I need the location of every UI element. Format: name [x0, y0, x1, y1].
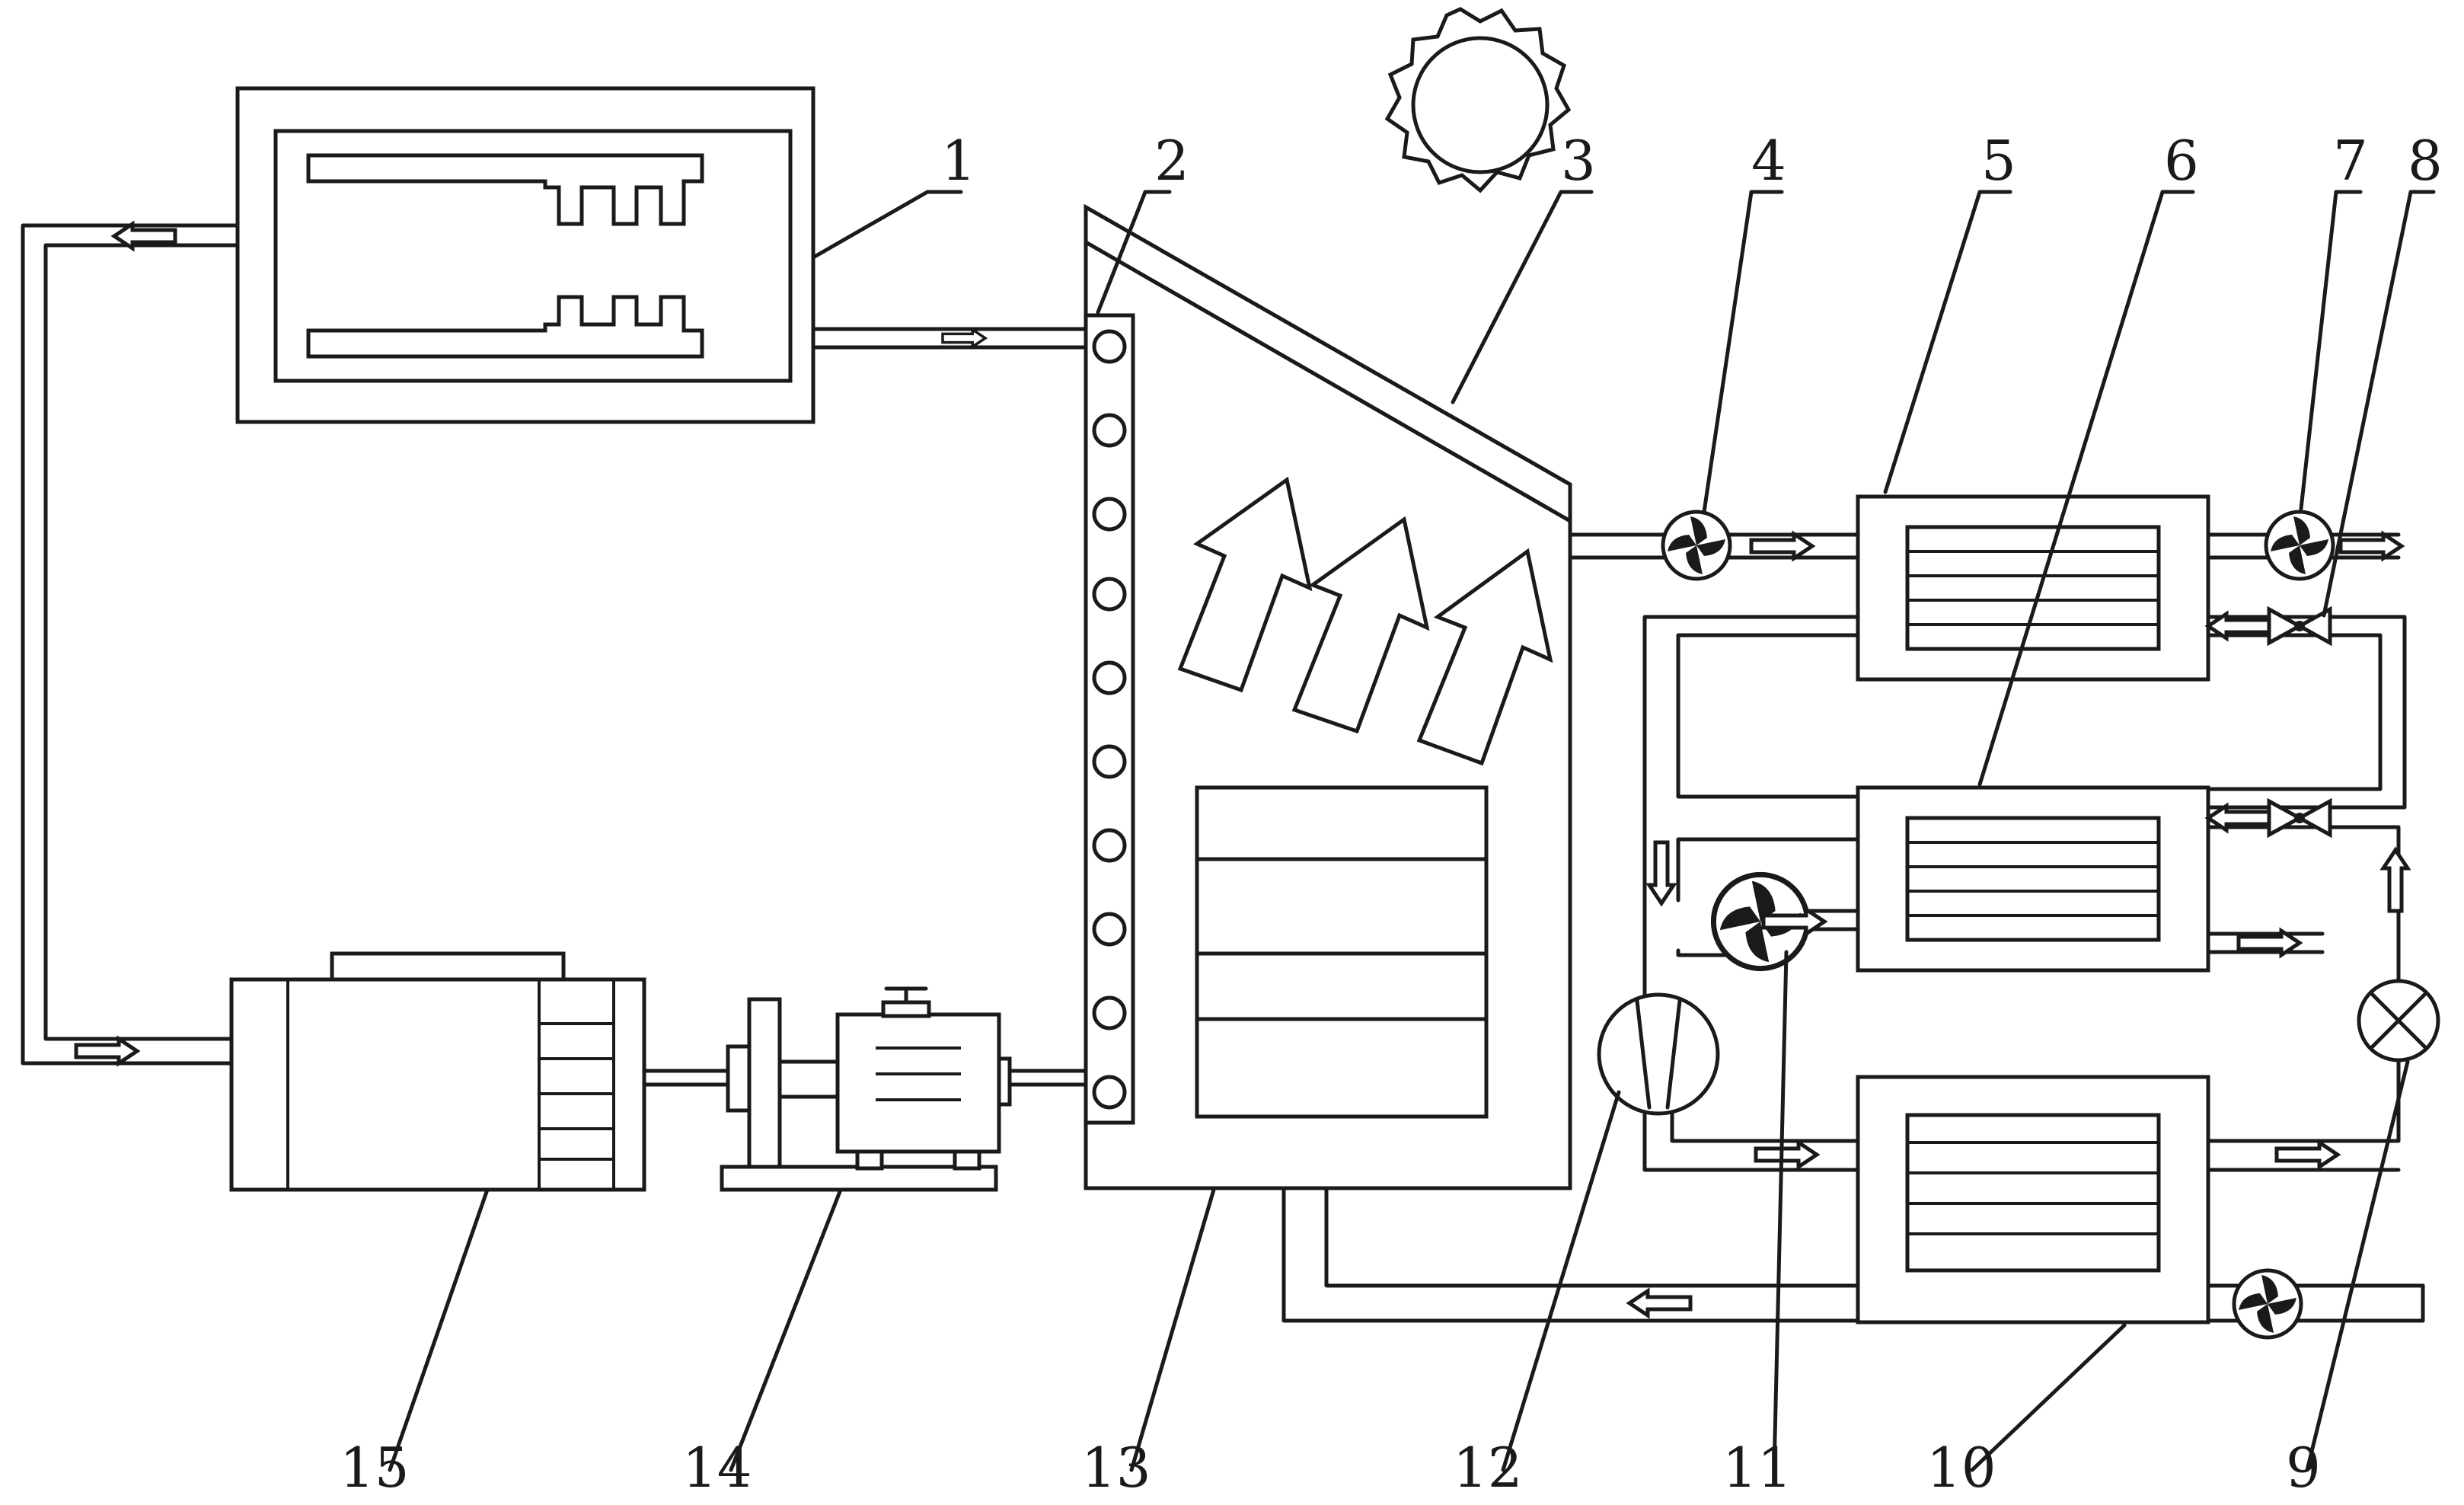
label-10: 10	[1926, 1436, 1996, 1500]
component-14-motor	[720, 986, 1012, 1192]
fan-4-icon	[1663, 512, 1730, 579]
sun-icon	[1384, 7, 1572, 193]
label-11: 11	[1722, 1436, 1792, 1500]
bottom-fan-icon	[2234, 1270, 2301, 1337]
storage-block	[1195, 785, 1489, 1119]
heat-exchanger-10	[1856, 1075, 2210, 1324]
label-13: 13	[1081, 1436, 1151, 1500]
heat-exchanger-6	[1858, 788, 2208, 970]
valve-8-upper-icon	[2269, 609, 2330, 643]
label-15: 15	[340, 1436, 410, 1500]
label-8: 8	[2408, 129, 2443, 193]
component-2-tube-column	[1084, 313, 1135, 1125]
heat-flow-arrows	[1177, 476, 1553, 766]
label-14: 14	[682, 1436, 752, 1500]
component-15-engine	[229, 951, 646, 1192]
drive-shafts	[642, 1069, 1088, 1087]
fan-7-icon	[2266, 512, 2333, 579]
label-5: 5	[1981, 129, 2016, 193]
component-1-generator-box	[235, 86, 815, 424]
expansion-valve-9-icon	[2357, 979, 2440, 1062]
label-12: 12	[1453, 1436, 1523, 1500]
compressor-12-icon	[1597, 992, 1720, 1116]
label-7: 7	[2333, 129, 2368, 193]
leader-lines	[388, 190, 2436, 1472]
label-3: 3	[1561, 129, 1596, 193]
heat-exchanger-5	[1858, 497, 2208, 679]
pipe-1-to-2	[811, 327, 1088, 350]
label-1: 1	[941, 129, 976, 193]
label-9: 9	[2286, 1436, 2321, 1500]
label-6: 6	[2164, 129, 2199, 193]
label-2: 2	[1154, 129, 1189, 193]
label-4: 4	[1751, 129, 1786, 193]
left-loop-pipe	[21, 224, 240, 1066]
part-number-labels: 1 2 3 4 5 6 7 8 9 10 11 12 13 14 15	[340, 129, 2443, 1500]
